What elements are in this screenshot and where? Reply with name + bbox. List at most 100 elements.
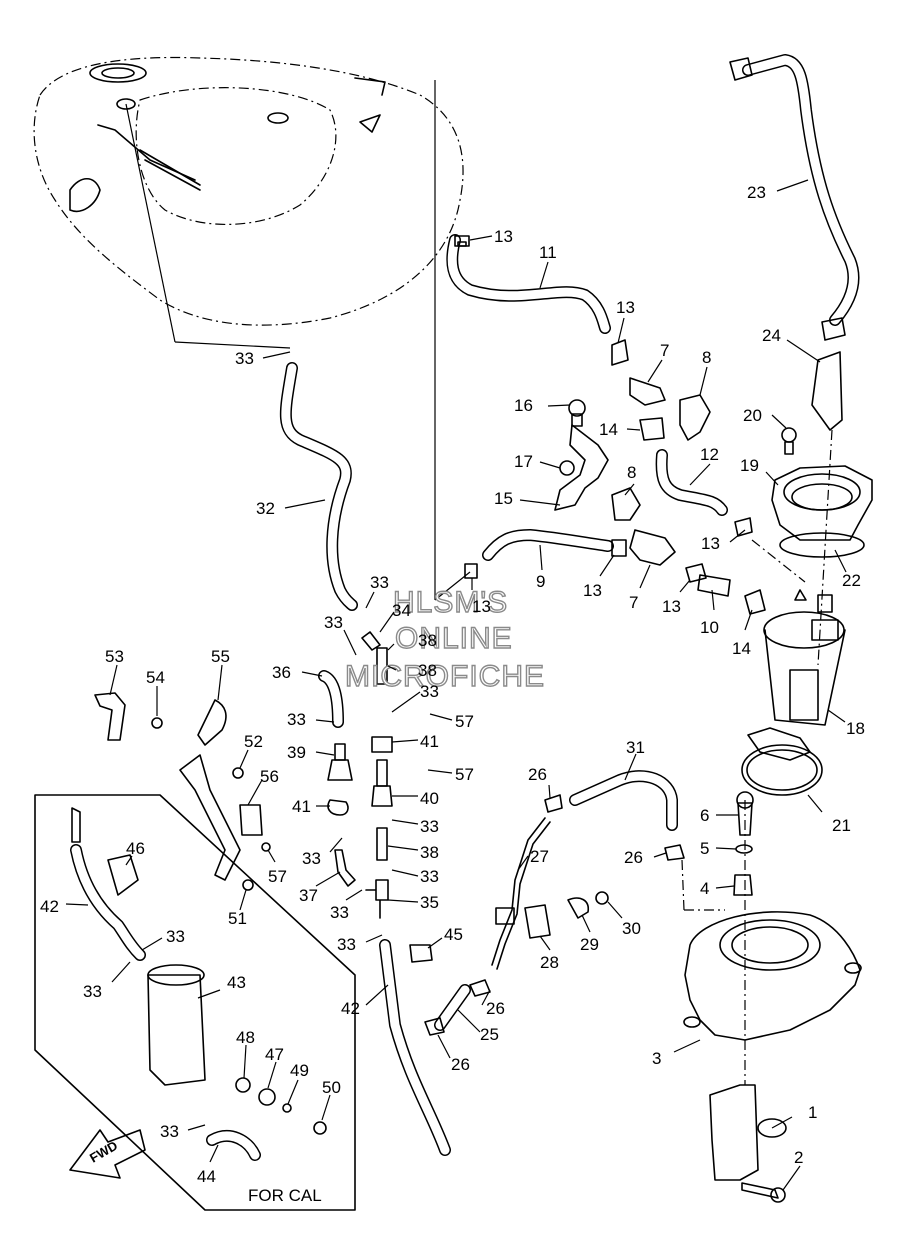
hose-42 <box>379 939 451 1156</box>
callout-13-b: 13 <box>616 298 635 317</box>
clamps-26-30 <box>424 794 685 1036</box>
callout-34: 34 <box>392 601 411 620</box>
callout-20: 20 <box>743 406 762 425</box>
callout-56: 56 <box>260 767 279 786</box>
callout-33-k: 33 <box>166 927 185 946</box>
callout-13-e: 13 <box>583 581 602 600</box>
breather-hose-32 <box>279 362 358 611</box>
callout-54: 54 <box>146 668 165 687</box>
watermark: HLSM'S ONLINE MICROFICHE <box>344 585 545 693</box>
callout-12: 12 <box>700 445 719 464</box>
hose-9 <box>482 529 614 561</box>
callout-39: 39 <box>287 743 306 762</box>
callout-41-a: 41 <box>420 732 439 751</box>
callout-40: 40 <box>420 789 439 808</box>
callout-22: 22 <box>842 571 861 590</box>
callout-9: 9 <box>536 572 545 591</box>
callout-55: 55 <box>211 647 230 666</box>
callout-51: 51 <box>228 909 247 928</box>
callouts: 1 2 3 4 5 6 7 7 8 8 9 10 11 12 13 13 13 … <box>40 179 865 1191</box>
callout-44: 44 <box>197 1167 216 1186</box>
callout-45: 45 <box>444 925 463 944</box>
callout-28: 28 <box>540 953 559 972</box>
callout-42-main: 42 <box>341 999 360 1018</box>
callout-2: 2 <box>794 1148 803 1167</box>
callout-57-a: 57 <box>455 712 474 731</box>
callout-25: 25 <box>480 1025 499 1044</box>
callout-41-b: 41 <box>292 797 311 816</box>
callout-24: 24 <box>762 326 781 345</box>
bracket-1-bolt-2 <box>709 1084 787 1203</box>
callout-53: 53 <box>105 647 124 666</box>
callout-33-d: 33 <box>420 682 439 701</box>
callout-13-a: 13 <box>494 227 513 246</box>
callout-21: 21 <box>832 816 851 835</box>
callout-31: 31 <box>626 738 645 757</box>
callout-37: 37 <box>299 886 318 905</box>
callout-38-c: 38 <box>420 843 439 862</box>
callout-16: 16 <box>514 396 533 415</box>
callout-33-f: 33 <box>420 817 439 836</box>
callout-14-b: 14 <box>732 639 751 658</box>
callout-42-inset: 42 <box>40 897 59 916</box>
callout-26-d: 26 <box>451 1055 470 1074</box>
hose-31 <box>569 770 678 831</box>
callout-36: 36 <box>272 663 291 682</box>
watermark-line-3: MICROFICHE <box>345 660 545 693</box>
callout-38-b: 38 <box>418 661 437 680</box>
fuel-tank <box>33 56 471 601</box>
callout-33-m: 33 <box>160 1122 179 1141</box>
callout-7-lower: 7 <box>629 593 638 612</box>
fuel-line-23 <box>729 54 860 431</box>
callout-26-c: 26 <box>486 999 505 1018</box>
watermark-line-1: HLSM'S <box>393 586 508 619</box>
callout-13-d: 13 <box>472 597 491 616</box>
callout-48: 48 <box>236 1028 255 1047</box>
callout-50: 50 <box>322 1078 341 1097</box>
callout-19: 19 <box>740 456 759 475</box>
callout-33-j: 33 <box>337 935 356 954</box>
callout-52: 52 <box>244 732 263 751</box>
callout-46: 46 <box>126 839 145 858</box>
callout-35: 35 <box>420 893 439 912</box>
callout-29: 29 <box>580 935 599 954</box>
callout-57-b: 57 <box>455 765 474 784</box>
for-cal-inset <box>34 794 356 1211</box>
callout-33-c: 33 <box>324 613 343 632</box>
callout-26-b: 26 <box>624 848 643 867</box>
fuel-pump-assembly <box>741 427 873 796</box>
callout-5: 5 <box>700 839 709 858</box>
callout-32: 32 <box>256 499 275 518</box>
callout-7-upper: 7 <box>660 341 669 360</box>
callout-38-a: 38 <box>418 631 437 650</box>
for-cal-label: FOR CAL <box>248 1186 322 1205</box>
callout-47: 47 <box>265 1045 284 1064</box>
callout-8-upper: 8 <box>702 348 711 367</box>
callout-13-c: 13 <box>701 534 720 553</box>
callout-1: 1 <box>808 1103 817 1122</box>
valves <box>454 235 766 615</box>
callout-57-c: 57 <box>268 867 287 886</box>
hose-36 <box>318 670 344 728</box>
callout-33-h: 33 <box>420 867 439 886</box>
callout-3: 3 <box>652 1049 661 1068</box>
hose-11 <box>446 234 611 334</box>
callout-27: 27 <box>530 847 549 866</box>
pipe-27 <box>491 817 551 970</box>
callout-17: 17 <box>514 452 533 471</box>
brackets-left <box>94 692 433 963</box>
callout-33-g: 33 <box>302 849 321 868</box>
callout-11: 11 <box>539 243 557 262</box>
callout-23: 23 <box>747 183 766 202</box>
hose-25 <box>434 984 471 1031</box>
callout-14-a: 14 <box>599 420 618 439</box>
hose-12 <box>655 449 728 516</box>
fittings-stack <box>327 631 393 919</box>
callout-6: 6 <box>700 806 709 825</box>
callout-8-lower: 8 <box>627 463 636 482</box>
callout-10: 10 <box>700 618 719 637</box>
callout-43: 43 <box>227 973 246 992</box>
callout-33-b: 33 <box>370 573 389 592</box>
callout-33-a: 33 <box>235 349 254 368</box>
